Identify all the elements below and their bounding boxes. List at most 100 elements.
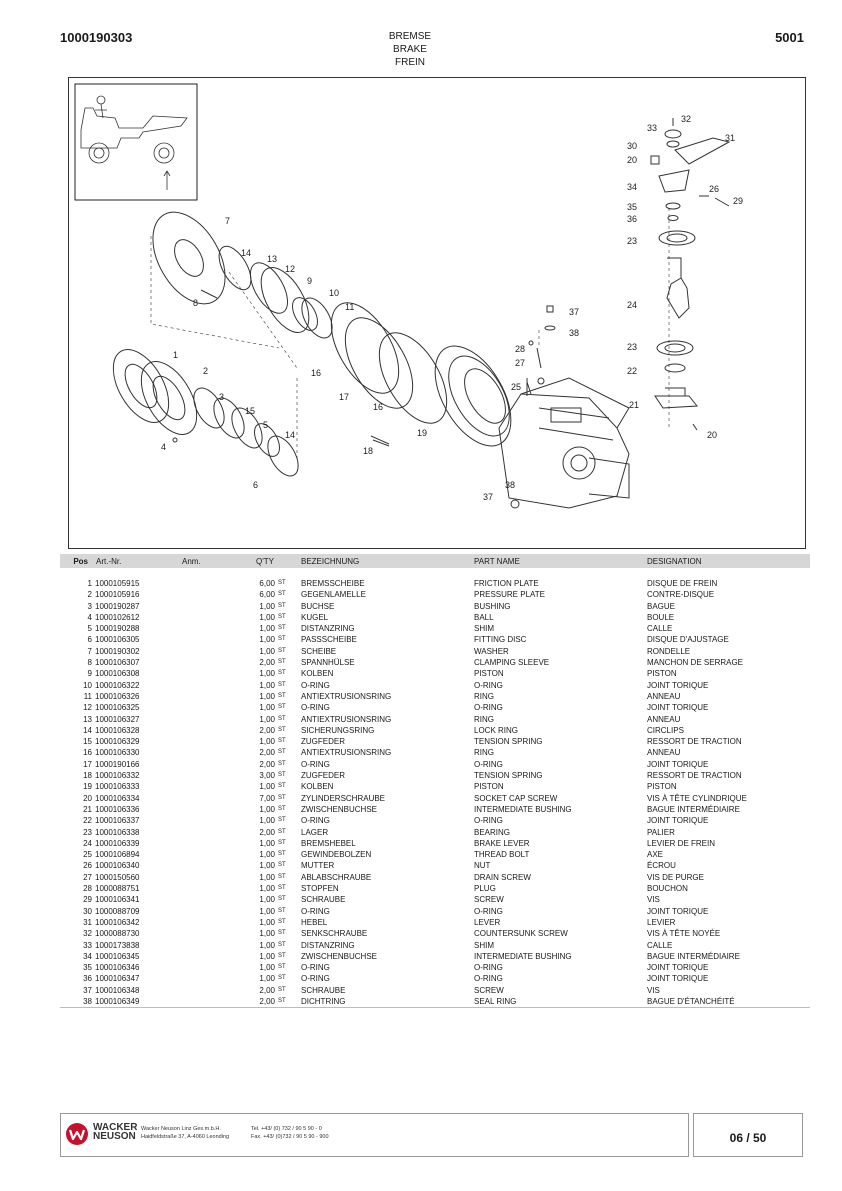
row-unit: ST	[278, 613, 286, 620]
row-part-name: O-RING	[474, 974, 503, 984]
callout-38a: 38	[569, 328, 579, 338]
row-bezeichnung: SCHRAUBE	[301, 895, 346, 905]
row-unit: ST	[278, 670, 286, 677]
row-unit: ST	[278, 873, 286, 880]
row-pos: 26	[83, 861, 92, 871]
row-pos: 27	[83, 872, 92, 882]
row-part-name: WASHER	[474, 646, 509, 656]
row-part-name: SCREW	[474, 985, 504, 995]
row-designation: BAGUE D'ÉTANCHÉITÉ	[647, 996, 735, 1006]
row-pos: 29	[83, 895, 92, 905]
row-article-number: 1000106327	[95, 714, 140, 724]
row-bezeichnung: O-RING	[301, 703, 330, 713]
row-designation: JOINT TORIQUE	[647, 703, 709, 713]
row-bezeichnung: BREMSSCHEIBE	[301, 579, 365, 588]
callout-16a: 16	[311, 368, 321, 378]
callout-21: 21	[629, 400, 639, 410]
row-unit: ST	[278, 726, 286, 733]
telephone: Tel. +43/ (0) 732 / 90 5 90 - 0	[251, 1126, 322, 1132]
callout-36: 36	[627, 214, 637, 224]
assembly-guide-lines	[150, 208, 670, 458]
row-designation: BAGUE	[647, 601, 676, 611]
row-unit: ST	[278, 952, 286, 959]
row-bezeichnung: DISTANZRING	[301, 940, 355, 950]
exploded-view-svg: 1 2 3 4 5 6 7 8 9 10 11 12 13 14 14 15 1…	[74, 83, 743, 509]
row-bezeichnung: LAGER	[301, 827, 329, 837]
row-designation: CALLE	[647, 940, 673, 950]
row-designation: ANNEAU	[647, 748, 681, 758]
callout-14a: 14	[241, 248, 251, 258]
row-designation: JOINT TORIQUE	[647, 963, 709, 973]
row-pos: 24	[83, 838, 92, 848]
row-part-name: PLUG	[474, 884, 496, 894]
row-article-number: 1000106337	[95, 816, 140, 826]
row-bezeichnung: O-RING	[301, 816, 330, 826]
row-part-name: PISTON	[474, 782, 504, 792]
brand-line-2: NEUSON	[93, 1131, 136, 1142]
callout-15: 15	[245, 406, 255, 416]
row-designation: PALIER	[647, 827, 675, 837]
exploded-drawing: 1 2 3 4 5 6 7 8 9 10 11 12 13 14 14 15 1…	[68, 77, 806, 549]
row-article-number: 1000190288	[95, 624, 140, 634]
row-article-number: 1000106329	[95, 737, 140, 747]
row-part-name: O-RING	[474, 703, 503, 713]
row-part-name: O-RING	[474, 759, 503, 769]
row-quantity: 1,00	[259, 895, 275, 905]
row-designation: BAGUE INTERMÉDIAIRE	[647, 951, 740, 961]
row-bezeichnung: ABLABSCHRAUBE	[301, 872, 372, 882]
friction-plate-stack	[112, 349, 299, 477]
row-part-name: O-RING	[474, 680, 503, 690]
row-quantity: 1,00	[259, 861, 275, 871]
row-quantity: 1,00	[259, 714, 275, 724]
row-pos: 11	[83, 691, 92, 701]
row-pos: 16	[83, 748, 92, 758]
row-pos: 5	[87, 624, 92, 634]
row-pos: 33	[83, 940, 92, 950]
row-pos: 19	[83, 782, 92, 792]
row-pos: 14	[83, 725, 92, 735]
row-designation: VIS DE PURGE	[647, 872, 704, 882]
callout-28: 28	[515, 344, 525, 354]
row-unit: ST	[278, 828, 286, 835]
row-designation: MANCHON DE SERRAGE	[647, 658, 744, 668]
row-pos: 13	[83, 714, 92, 724]
row-pos: 23	[83, 827, 92, 837]
row-quantity: 1,00	[259, 601, 275, 611]
row-article-number: 1000105915	[95, 579, 140, 588]
callout-23b: 23	[627, 342, 637, 352]
table-bottom-rule	[60, 1007, 810, 1008]
row-part-name: TENSION SPRING	[474, 737, 543, 747]
row-bezeichnung: HEBEL	[301, 917, 328, 927]
row-quantity: 1,00	[259, 838, 275, 848]
row-part-name: SHIM	[474, 940, 494, 950]
row-article-number: 1000106336	[95, 804, 140, 814]
row-quantity: 1,00	[259, 646, 275, 656]
row-article-number: 1000088751	[95, 884, 140, 894]
row-quantity: 1,00	[259, 872, 275, 882]
callout-30: 30	[627, 141, 637, 151]
row-pos: 21	[83, 804, 92, 814]
row-article-number: 1000106322	[95, 680, 140, 690]
callout-32: 32	[681, 114, 691, 124]
row-article-number: 1000106330	[95, 748, 140, 758]
row-pos: 8	[87, 658, 92, 668]
row-unit: ST	[278, 772, 286, 779]
callout-29: 29	[733, 196, 743, 206]
row-unit: ST	[278, 715, 286, 722]
callout-6: 6	[253, 480, 258, 490]
row-quantity: 3,00	[259, 771, 275, 781]
callout-35: 35	[627, 202, 637, 212]
row-unit: ST	[278, 862, 286, 869]
